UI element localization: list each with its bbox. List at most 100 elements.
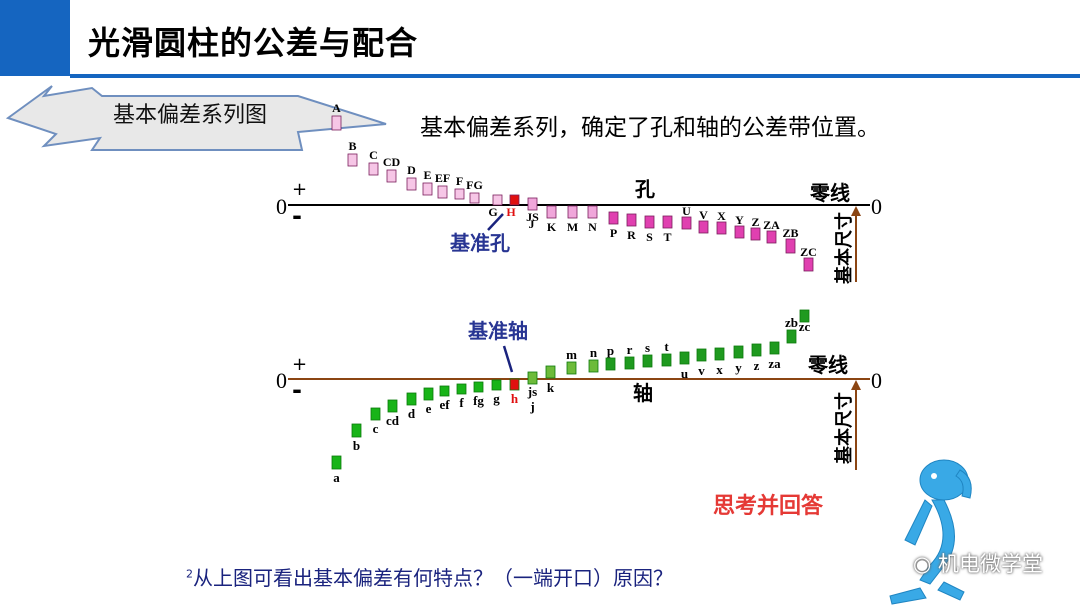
badge-label: 基本偏差系列图 xyxy=(113,103,267,128)
question-text: 2从上图可看出基本偏差有何特点？（一端开口）原因？ xyxy=(186,562,673,591)
shaft-zone-c xyxy=(370,407,381,421)
shaft-zone-fg xyxy=(473,381,484,393)
hole-zone-z xyxy=(750,227,761,241)
hole-zone-s xyxy=(644,215,655,229)
shaft-letter-r: r xyxy=(627,342,633,357)
hole-minus-sign: - xyxy=(292,202,302,230)
hole-letter-zc: ZC xyxy=(800,245,817,259)
shaft-letter-m: m xyxy=(566,347,577,362)
hole-letter-fg: FG xyxy=(466,178,483,192)
hole-letter-cd: CD xyxy=(383,155,401,169)
hole-zone-a xyxy=(331,115,342,131)
wechat-icon: ◉ xyxy=(913,552,938,576)
hole-letter-c: C xyxy=(369,148,378,162)
hole-letter-h: H xyxy=(506,205,516,219)
shaft-zone-d xyxy=(406,392,417,406)
shaft-letter-c: c xyxy=(373,421,379,436)
hole-letter-m: M xyxy=(567,220,578,234)
hole-zone-n xyxy=(587,205,598,219)
hole-zone-h xyxy=(509,194,520,206)
shaft-letter-h: h xyxy=(511,391,519,406)
hole-letter-n: N xyxy=(588,220,597,234)
shaft-letter-fg: fg xyxy=(473,393,484,408)
shaft-letter-b: b xyxy=(353,438,360,453)
shaft-zero-left: 0 xyxy=(276,368,287,393)
question-number: 2 xyxy=(186,567,193,581)
shaft-minus-sign: - xyxy=(292,376,302,404)
shaft-letter-x: x xyxy=(716,362,723,377)
page-title: 光滑圆柱的公差与配合 xyxy=(88,24,419,62)
watermark-text: 机电微学堂 xyxy=(938,552,1043,576)
hole-letter-p: P xyxy=(610,226,617,240)
shaft-basic-size-label: 基本尺寸 xyxy=(833,392,855,465)
hole-letter-za: ZA xyxy=(763,218,780,232)
shaft-zone-js xyxy=(527,371,538,385)
shaft-letter-f: f xyxy=(459,395,464,410)
hole-zone-zc xyxy=(803,257,814,272)
shaft-zone-zb xyxy=(786,329,797,344)
hole-letter-b: B xyxy=(348,139,356,153)
hole-letter-y: Y xyxy=(735,213,744,227)
hole-letter-g: G xyxy=(488,205,497,219)
shaft-letter-j: j xyxy=(529,399,534,414)
shaft-zone-s xyxy=(642,354,653,368)
shaft-letter-v: v xyxy=(698,363,705,378)
shaft-letter-y: y xyxy=(735,360,742,375)
datum-hole-label: 基准孔 xyxy=(450,231,510,255)
hole-letter-ef: EF xyxy=(435,171,450,185)
shaft-zone-z xyxy=(751,343,762,357)
header-bar xyxy=(0,0,1080,76)
question-body: 从上图可看出基本偏差有何特点？（一端开口）原因？ xyxy=(193,566,673,590)
shaft-zone-e xyxy=(423,387,434,401)
shaft-zone-b xyxy=(351,423,362,438)
shaft-zone-n xyxy=(588,359,599,373)
hole-zone-u xyxy=(681,216,692,230)
shaft-letter-u: u xyxy=(681,366,688,381)
hole-zone-f xyxy=(454,188,465,200)
shaft-zone-v xyxy=(696,348,707,362)
hole-zone-c xyxy=(368,162,379,176)
hole-zone-v xyxy=(698,220,709,234)
hole-zone-m xyxy=(567,205,578,219)
shaft-letter-zc: zc xyxy=(799,319,811,334)
hole-letter-r: R xyxy=(627,228,636,242)
shaft-letter-k: k xyxy=(547,380,555,395)
hole-letter-x: X xyxy=(717,209,726,223)
shaft-letter-s: s xyxy=(645,340,650,355)
shaft-letter-cd: cd xyxy=(386,413,400,428)
hole-letter-k: K xyxy=(547,220,557,234)
hole-letter-e: E xyxy=(423,168,431,182)
header-accent-stripe xyxy=(0,0,70,76)
shaft-zone-t xyxy=(661,353,672,367)
hole-letter-d: D xyxy=(407,163,416,177)
shaft-zone-zc xyxy=(799,309,810,323)
datum-shaft-arrow xyxy=(502,345,514,373)
hole-letter-z: Z xyxy=(751,215,759,229)
hole-zone-d xyxy=(406,177,417,191)
hole-zone-k xyxy=(546,205,557,219)
shaft-zone-u xyxy=(679,351,690,365)
hole-zone-g xyxy=(492,194,503,206)
hole-zero-line-label: 零线 xyxy=(809,181,850,205)
datum-shaft-label: 基准轴 xyxy=(468,319,528,343)
hole-plus-sign: + xyxy=(292,179,307,200)
shaft-zone-p xyxy=(605,357,616,371)
hole-letter-v: V xyxy=(699,208,708,222)
hole-arrow-head xyxy=(851,206,861,216)
shaft-letter-t: t xyxy=(664,339,669,354)
shaft-zone-f xyxy=(456,383,467,395)
thinking-figure-icon xyxy=(889,459,972,605)
hole-zone-js xyxy=(527,197,538,211)
hole-letter-t: T xyxy=(663,230,671,244)
hole-letter-js: JS xyxy=(526,210,539,224)
shaft-letter-g: g xyxy=(493,391,500,406)
shaft-zone-h xyxy=(509,378,520,391)
shaft-arrow-head xyxy=(851,380,861,390)
shaft-letter-ef: ef xyxy=(439,397,450,412)
shaft-letter-zb: zb xyxy=(785,315,798,330)
hole-letter-a: A xyxy=(332,101,341,115)
hole-zone-fg xyxy=(469,192,480,204)
shaft-zone-y xyxy=(733,345,744,359)
hole-zero-left: 0 xyxy=(276,194,287,219)
